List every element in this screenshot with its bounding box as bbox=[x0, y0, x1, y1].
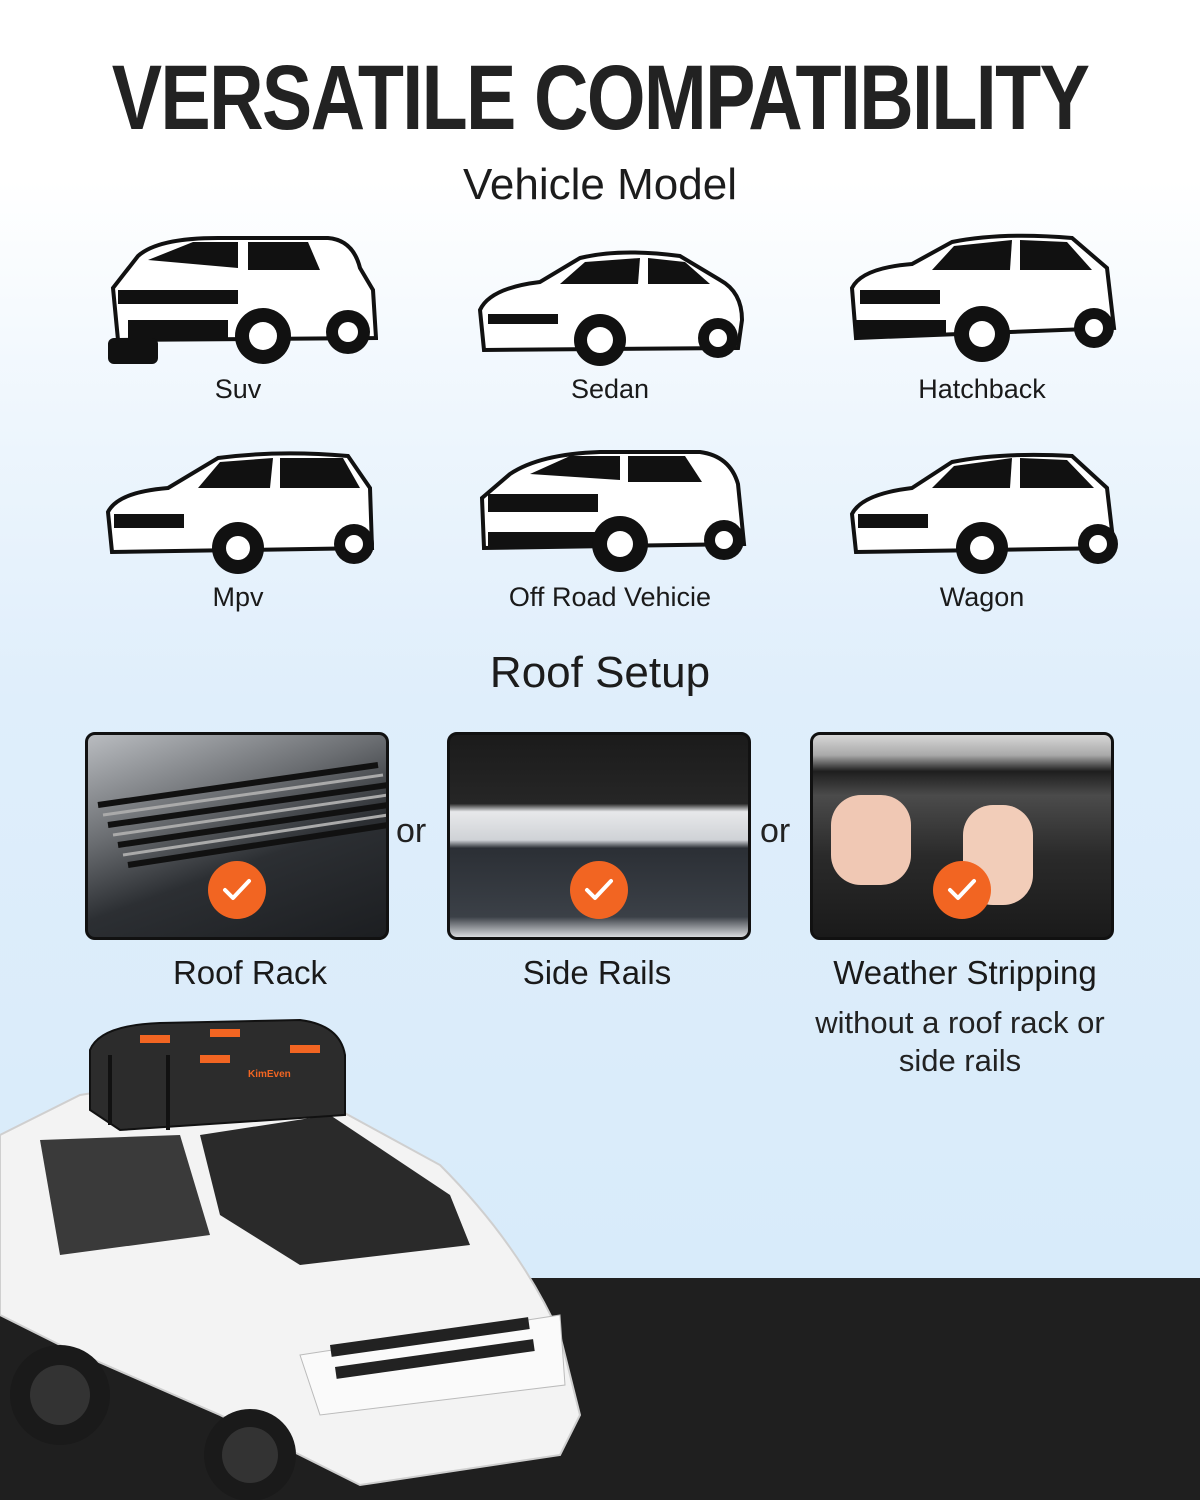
suv-car-icon bbox=[108, 236, 378, 364]
mpv-car-icon bbox=[105, 451, 375, 574]
roof-rack-photo bbox=[85, 732, 389, 940]
vehicle-label-mpv: Mpv bbox=[212, 582, 264, 612]
sedan-car-icon bbox=[477, 250, 745, 366]
vehicle-label-sedan: Sedan bbox=[570, 374, 650, 404]
side-rails-photo bbox=[447, 732, 751, 940]
vehicle-label-suv: Suv bbox=[214, 374, 262, 404]
check-icon bbox=[933, 861, 991, 919]
vehicle-item-hatchback: Hatchback bbox=[832, 228, 1132, 405]
vehicle-label-hatchback: Hatchback bbox=[918, 374, 1046, 404]
weather-stripping-photo bbox=[810, 732, 1114, 940]
roof-setup-heading: Roof Setup bbox=[489, 648, 711, 697]
page-title: VERSATILE COMPATIBILITY bbox=[111, 47, 1090, 149]
vehicle-item-wagon: Wagon bbox=[832, 448, 1132, 613]
side-rails-label: Side Rails bbox=[522, 954, 672, 991]
hand-left bbox=[831, 795, 911, 885]
vehicle-label-off-road-vehicle: Off Road Vehicie bbox=[508, 582, 712, 612]
vehicle-label-wagon: Wagon bbox=[939, 582, 1025, 612]
check-icon bbox=[208, 861, 266, 919]
off-road-car-icon bbox=[479, 450, 747, 572]
vehicle-item-off-road-vehicle: Off Road Vehicie bbox=[460, 444, 760, 613]
car-with-roof-bag: KimEven bbox=[0, 1018, 582, 1500]
roof-rack-illustration bbox=[97, 762, 386, 868]
or-separator: or bbox=[396, 812, 427, 850]
weather-stripping-label: Weather Stripping bbox=[833, 954, 1097, 991]
vehicle-item-suv: Suv bbox=[88, 228, 388, 405]
roof-rack-label: Roof Rack bbox=[172, 954, 328, 991]
wagon-car-icon bbox=[849, 452, 1118, 574]
or-separator: or bbox=[760, 812, 791, 850]
check-icon bbox=[570, 861, 628, 919]
vehicle-item-sedan: Sedan bbox=[460, 240, 760, 405]
weather-stripping-note: without a roof rack or side rails bbox=[815, 1005, 1105, 1078]
vehicle-model-heading: Vehicle Model bbox=[463, 160, 737, 209]
hatchback-car-icon bbox=[849, 233, 1117, 362]
vehicle-item-mpv: Mpv bbox=[88, 448, 388, 613]
brand-mark: KimEven bbox=[248, 1069, 291, 1080]
